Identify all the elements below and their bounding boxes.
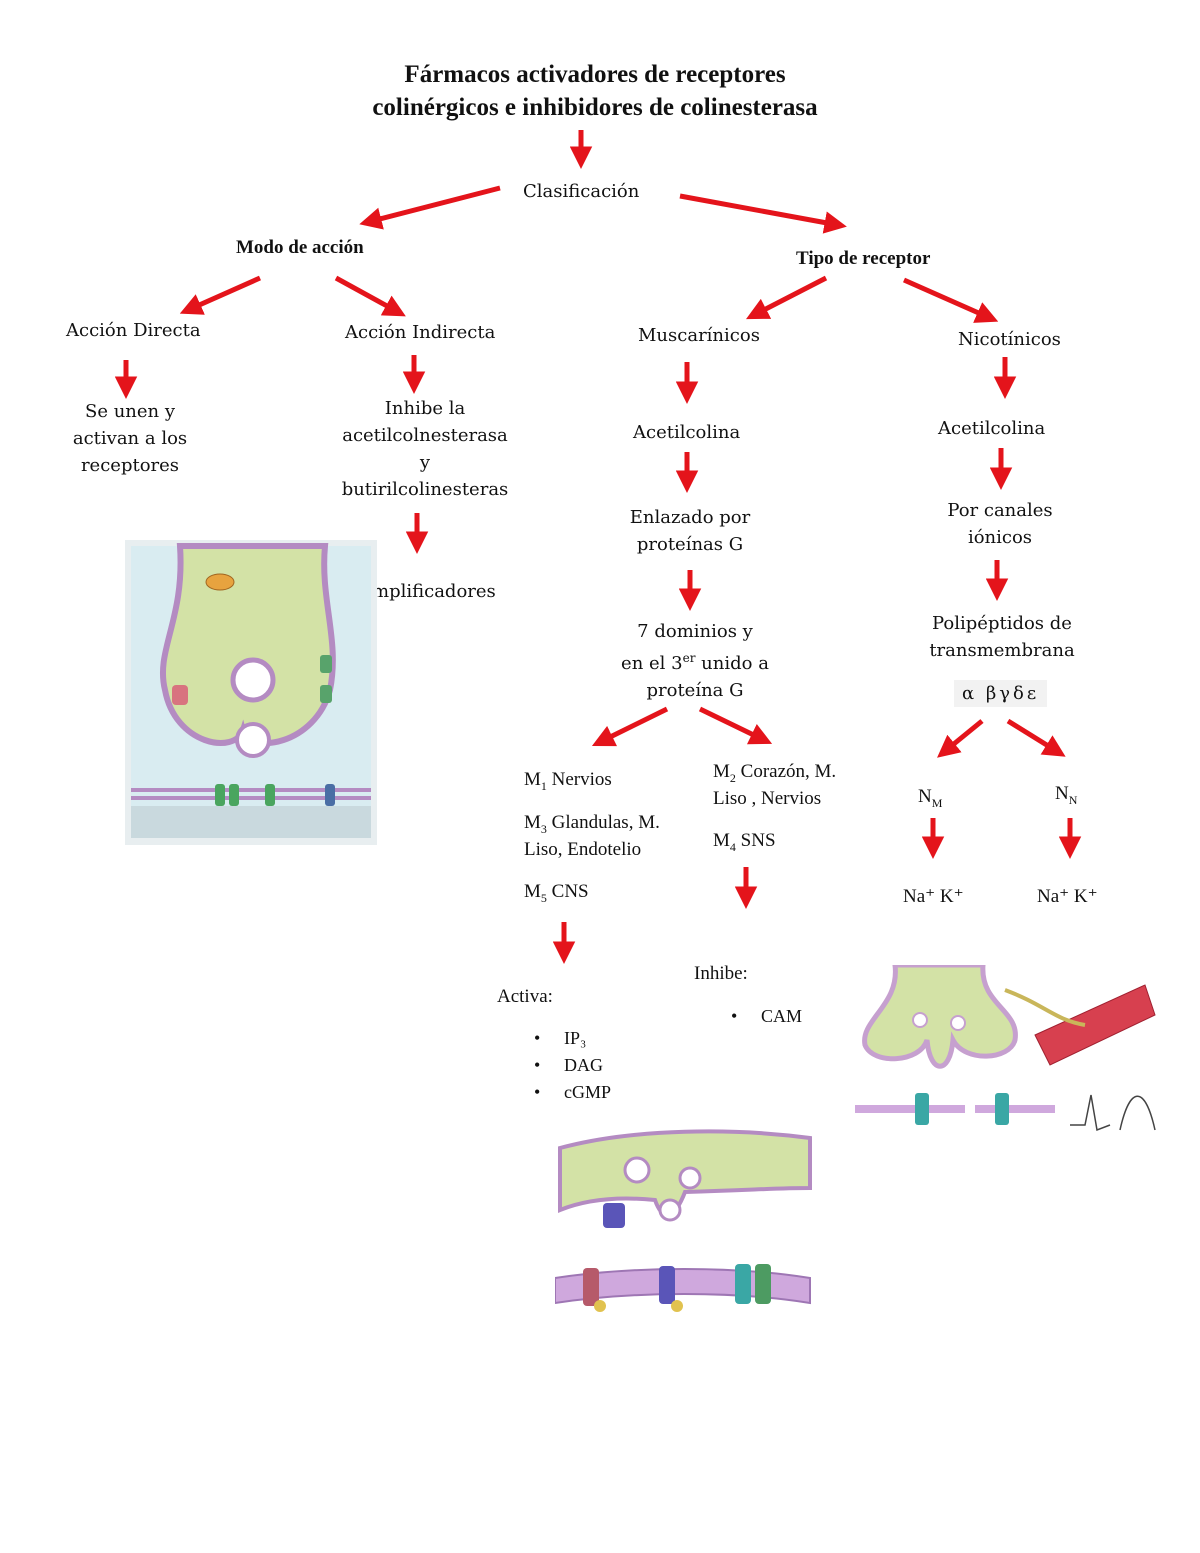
coupling-line: proteínas G — [636, 534, 744, 555]
nicotinic-ligand: Acetilcolina — [938, 418, 1046, 439]
muscarinic-structure: 7 dominios y en el 3er unido a proteína … — [610, 618, 780, 704]
direct-action-desc: Se unen y activan a los receptores — [50, 398, 210, 479]
list-item: cGMP — [530, 1079, 611, 1106]
desc-line: Se unen y — [84, 401, 176, 422]
m3-item: M3 Glandulas, M. — [524, 812, 660, 836]
mechanism-line: iónicos — [967, 527, 1033, 548]
activates-list: IP₃ DAG cGMP — [530, 1025, 611, 1106]
indirect-action-desc: Inhibe la acetilcolnesterasa y butirilco… — [335, 395, 515, 503]
subunits-label: α βγδε — [954, 680, 1048, 707]
desc-line: activan a los — [72, 428, 188, 449]
nicotinic-mechanism: Por canales iónicos — [920, 497, 1080, 551]
arrow-class-mode — [359, 185, 501, 230]
activates-label: Activa: — [497, 986, 553, 1007]
muscarinic-coupling: Enlazado por proteínas G — [610, 504, 770, 558]
arrow-sub-nn — [1006, 718, 1066, 757]
inhibits-list: CAM — [727, 1003, 802, 1030]
vagal-synapse-figure — [555, 1129, 812, 1312]
arrow-receptor-nic — [902, 277, 999, 323]
m1-item: M1 Nervios — [524, 769, 612, 793]
desc-line: butirilcolinesteras — [341, 479, 509, 500]
amplifiers-label: Amplificadores — [359, 581, 496, 602]
nn-subtype: NN — [1055, 783, 1078, 807]
coupling-line: Enlazado por — [629, 507, 751, 528]
desc-line: acetilcolnesterasa — [342, 425, 508, 446]
arrow-mode-direct — [179, 275, 262, 315]
m3-item-line2: Liso, Endotelio — [524, 839, 642, 860]
nicotinic-structure: Polipéptidos de transmembrana — [912, 610, 1092, 664]
inhibits-label: Inhibe: — [694, 963, 748, 984]
nicotinic-label: Nicotínicos — [958, 329, 1061, 350]
nm-subtype: NM — [918, 786, 943, 810]
desc-line: y — [419, 452, 431, 473]
mode-heading: Modo de acción — [236, 237, 364, 258]
muscarinic-ligand: Acetilcolina — [633, 422, 741, 443]
muscarinic-label: Muscarínicos — [638, 325, 760, 346]
neuromuscular-figure — [855, 965, 1156, 1132]
m2-item: M2 Corazón, M. — [713, 761, 837, 785]
title-line-2: colinérgicos e inhibidores de colinester… — [372, 94, 818, 121]
title-line-1: Fármacos activadores de receptores — [404, 61, 786, 88]
structure-line: 7 dominios y — [637, 621, 753, 642]
desc-line: Inhibe la — [384, 398, 466, 419]
arrow-7dom-left — [591, 706, 669, 747]
list-item: DAG — [530, 1052, 611, 1079]
nm-ions: Na⁺ K⁺ — [903, 886, 964, 907]
list-item: IP₃ — [530, 1025, 611, 1052]
arrow-mode-indirect — [334, 275, 406, 317]
mechanism-line: Por canales — [947, 500, 1053, 521]
list-item: CAM — [727, 1003, 802, 1030]
structure-line: Polipéptidos de — [932, 613, 1072, 634]
m5-item: M5 CNS — [524, 881, 589, 905]
indirect-action-label: Acción Indirecta — [345, 322, 496, 343]
structure-line: transmembrana — [929, 640, 1075, 661]
arrow-7dom-right — [698, 706, 773, 745]
nn-ions: Na⁺ K⁺ — [1037, 886, 1098, 907]
direct-action-label: Acción Directa — [66, 320, 201, 341]
arrow-receptor-musc — [745, 275, 828, 320]
receptor-heading: Tipo de receptor — [796, 248, 931, 269]
structure-line: en el 3er unido a — [621, 651, 769, 674]
classification-node: Clasificación — [523, 181, 640, 202]
arrow-class-receptor — [679, 193, 847, 234]
page-title: Fármacos activadores de receptores colin… — [250, 58, 940, 124]
desc-line: receptores — [80, 455, 180, 476]
m2-item-line2: Liso , Nervios — [713, 788, 822, 809]
cholinergic-synapse-figure — [125, 540, 377, 845]
m4-item: M4 SNS — [713, 830, 776, 854]
arrow-sub-nm — [937, 719, 984, 758]
structure-line: proteína G — [646, 680, 744, 701]
